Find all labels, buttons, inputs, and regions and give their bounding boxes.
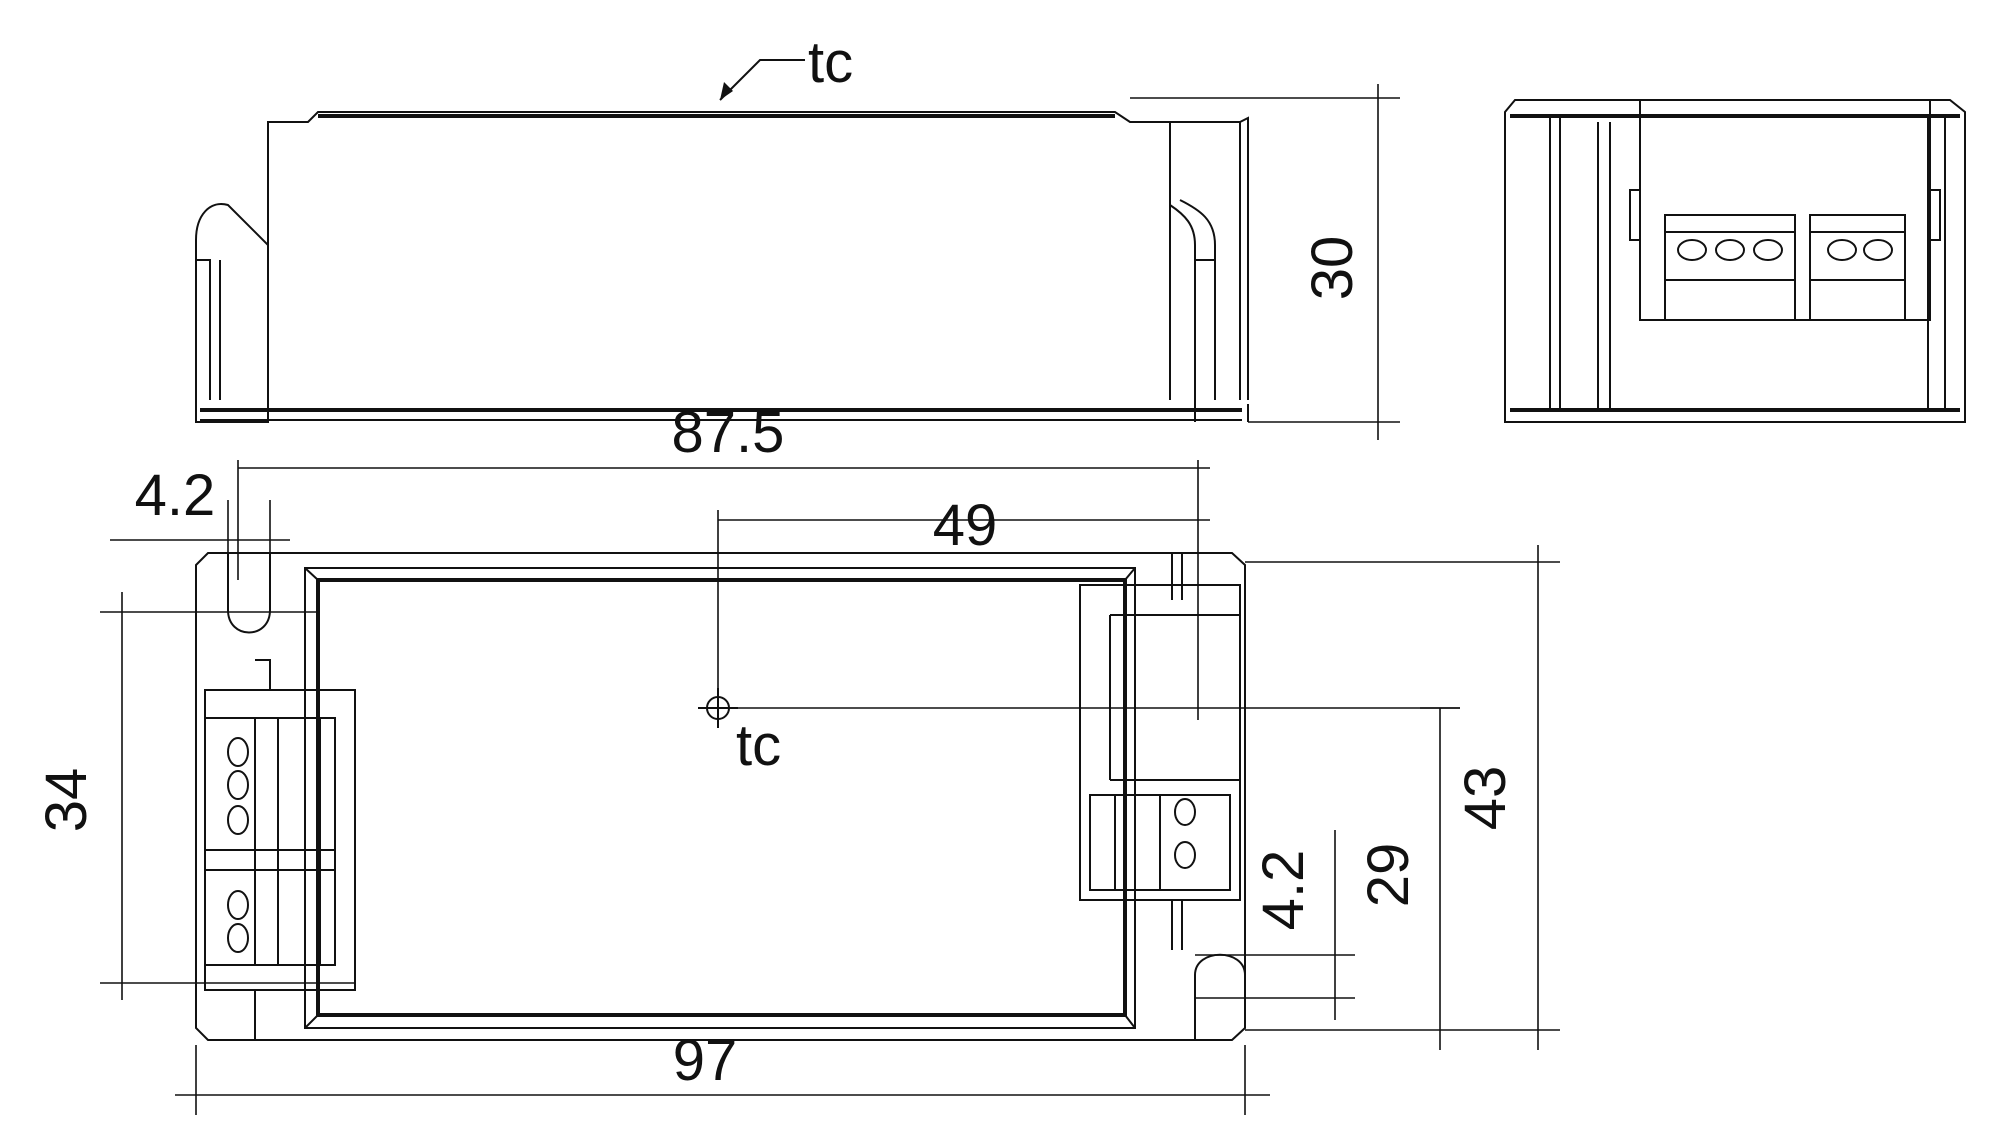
hole-offset-right-dimension: 4.2 xyxy=(1251,850,1316,931)
side-view: tc 30 xyxy=(195,30,1400,440)
width-total-dimension: 43 xyxy=(1453,766,1518,831)
tc-side-label: tc xyxy=(808,30,853,95)
end-view xyxy=(1504,99,1966,423)
tc-top-label: tc xyxy=(736,713,781,778)
length-hole-spacing-dimension: 87.5 xyxy=(672,400,785,465)
hole-offset-left-dimension: 4.2 xyxy=(135,463,216,528)
width-right-dimension: 29 xyxy=(1356,843,1421,908)
top-view: tc 87.5 4.2 49 34 43 29 4.2 97 xyxy=(34,400,1560,1115)
length-total-dimension: 97 xyxy=(673,1028,738,1093)
width-inner-dimension: 34 xyxy=(34,768,99,833)
tc-offset-dimension: 49 xyxy=(933,493,998,558)
height-dimension: 30 xyxy=(1300,236,1365,301)
